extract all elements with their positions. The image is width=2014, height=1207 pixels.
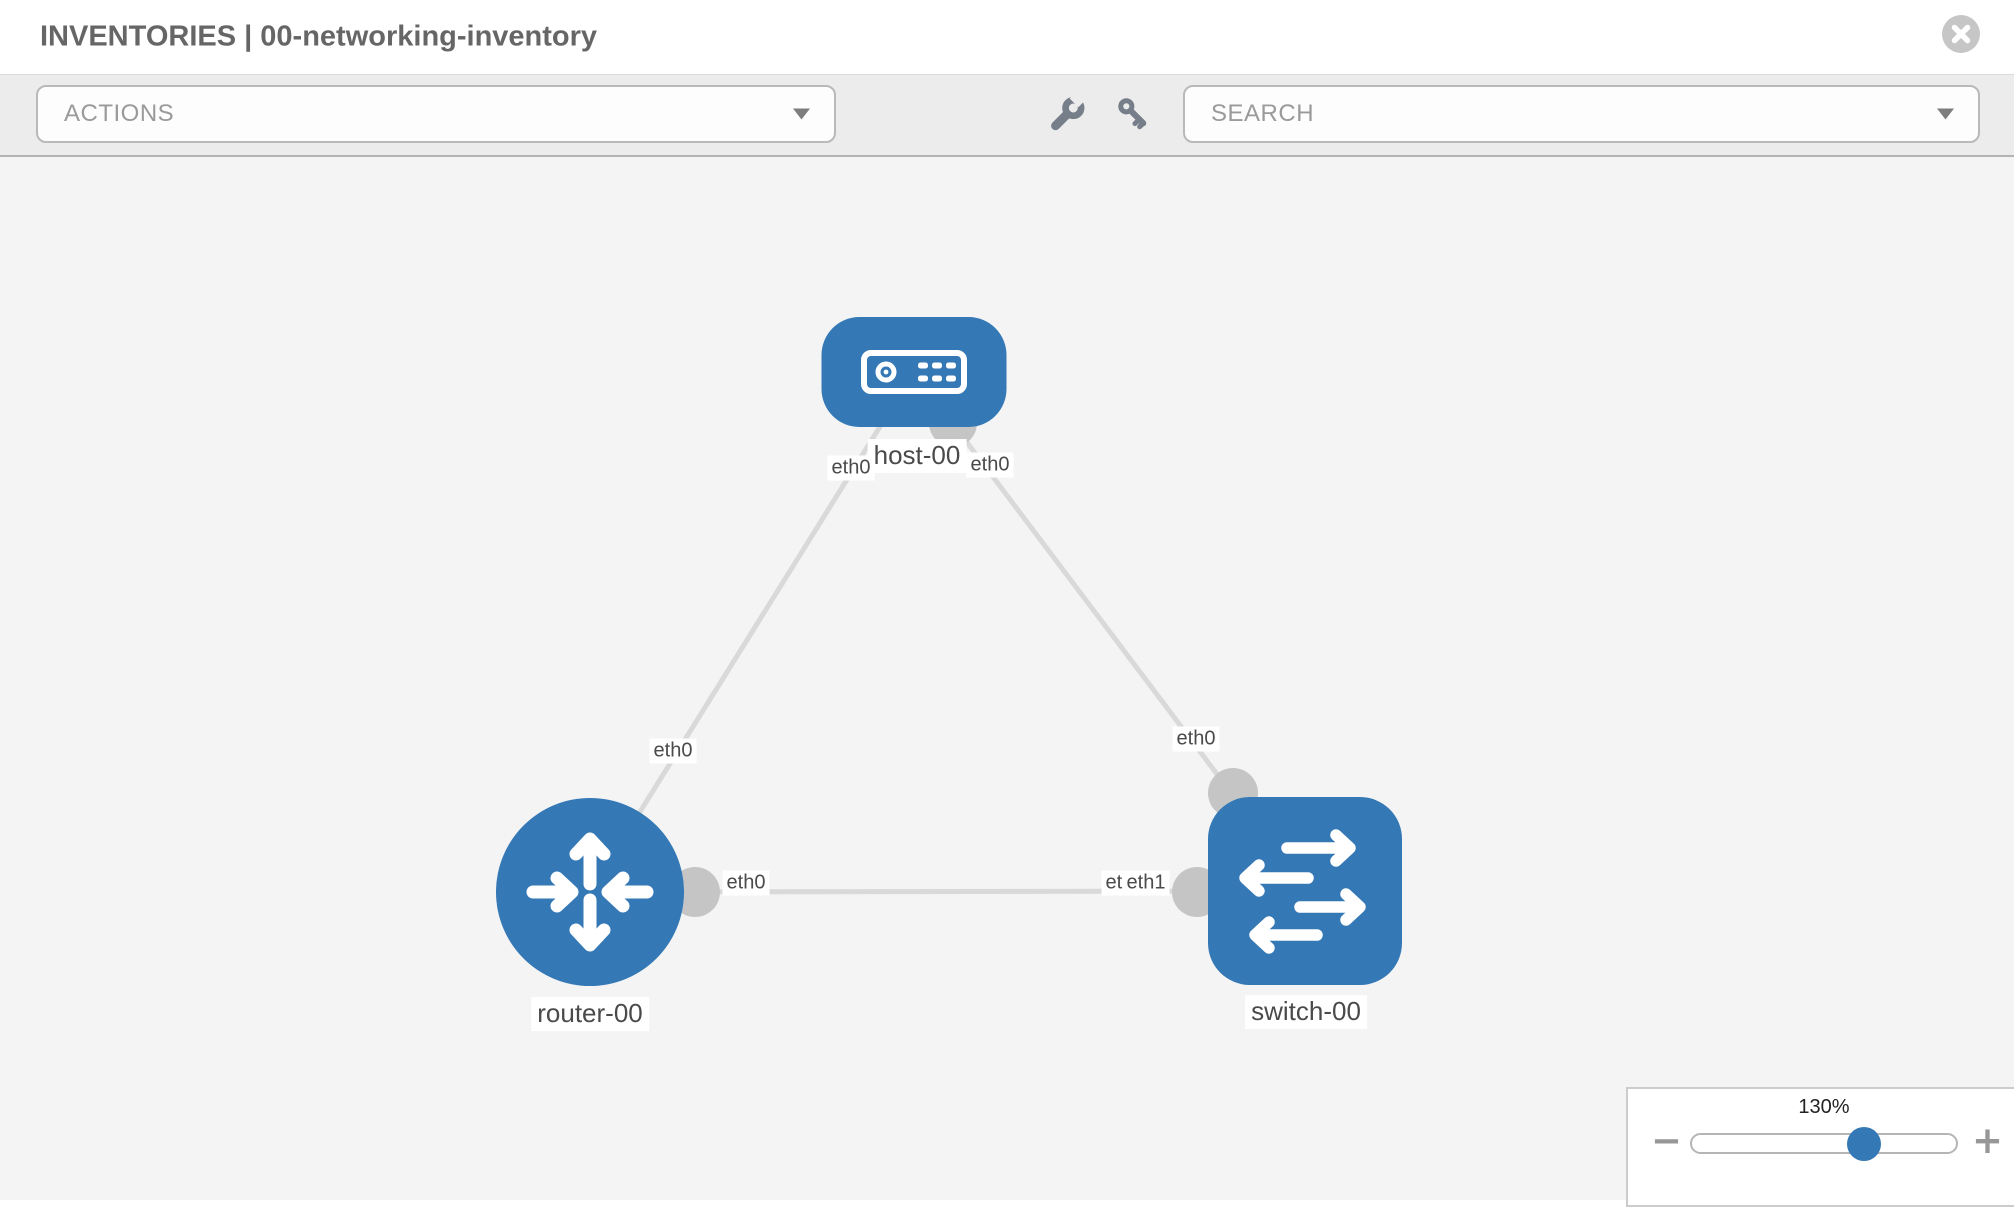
search-dropdown[interactable]: SEARCH: [1183, 85, 1980, 143]
key-button[interactable]: [1110, 92, 1156, 138]
interface-label-eth0: eth0: [827, 455, 875, 481]
zoom-slider-thumb[interactable]: [1846, 1126, 1881, 1161]
interface-label-eth0: eth0: [649, 738, 697, 764]
interface-label-eth1: eth1: [1122, 870, 1170, 896]
zoom-slider-track[interactable]: [1690, 1126, 1958, 1161]
node-host-00[interactable]: [821, 317, 1007, 427]
zoom-level-label: 130%: [1798, 1096, 1850, 1118]
chevron-down-icon: [1937, 108, 1954, 120]
node-label-host-00[interactable]: host-00: [867, 439, 967, 473]
close-icon: [1941, 15, 1981, 58]
page-title: INVENTORIES | 00-networking-inventory: [40, 20, 598, 53]
header: INVENTORIES | 00-networking-inventory: [0, 0, 2014, 75]
node-switch-00[interactable]: [1208, 797, 1402, 985]
wrench-button[interactable]: [1042, 89, 1088, 138]
chevron-down-icon: [793, 108, 810, 120]
actions-dropdown-label: ACTIONS: [64, 100, 175, 127]
interface-label-eth0: eth0: [722, 870, 770, 896]
topology-canvas[interactable]: host-00 router-00 switch-00 eth0 eth0 eth0 eth…: [0, 155, 2014, 1200]
zoom-in-button[interactable]: +: [1972, 1119, 2004, 1162]
wrench-icon: [1045, 89, 1087, 138]
actions-dropdown[interactable]: ACTIONS: [36, 85, 836, 143]
node-router-00[interactable]: [496, 798, 684, 986]
zoom-panel: 130% − +: [1626, 1087, 2014, 1207]
key-icon: [1113, 93, 1153, 138]
zoom-out-button[interactable]: −: [1651, 1119, 1683, 1162]
topology-svg: [496, 317, 1402, 986]
node-label-router-00[interactable]: router-00: [531, 997, 649, 1031]
topology-labels: host-00 router-00 switch-00 eth0 eth0 eth0 eth…: [0, 155, 2014, 1200]
interface-label-eth0: eth0: [966, 452, 1014, 478]
close-button[interactable]: [1941, 14, 1981, 54]
search-dropdown-label: SEARCH: [1211, 100, 1315, 127]
toolbar: ACTIONS SEARCH: [0, 75, 2014, 157]
node-label-switch-00[interactable]: switch-00: [1245, 995, 1367, 1029]
interface-label-eth0: eth0: [1172, 726, 1220, 752]
